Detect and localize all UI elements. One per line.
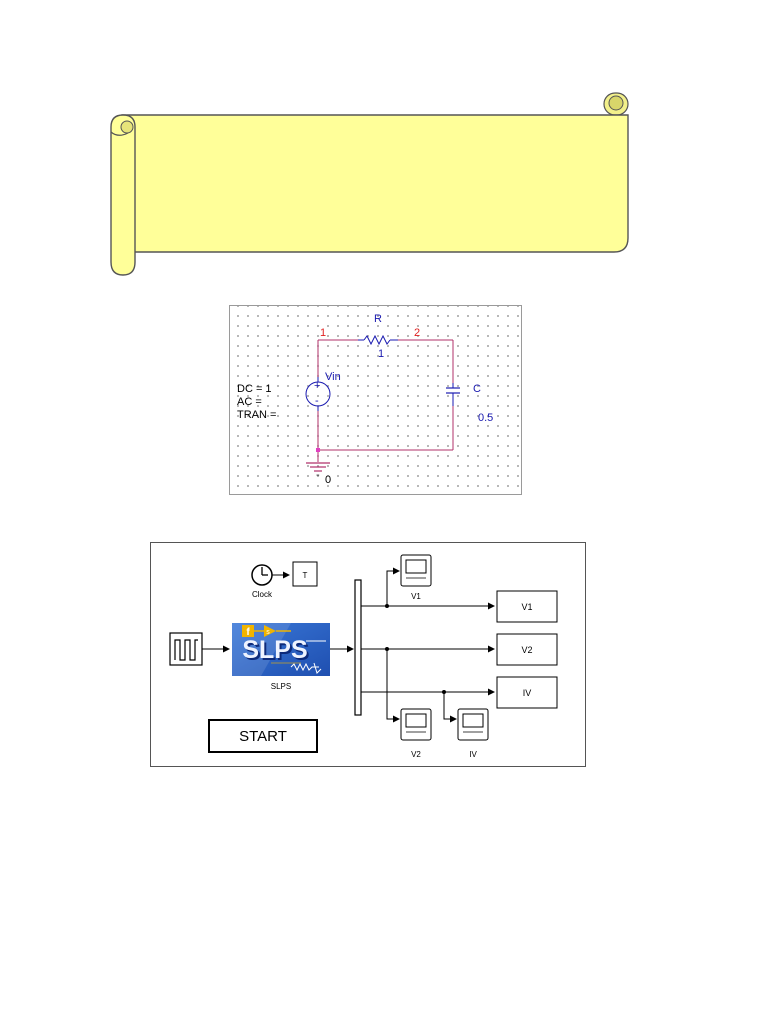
output-block-v1[interactable]: V1	[496, 590, 558, 623]
scope-v1-label: V1	[411, 592, 421, 601]
simulink-diagram: Clock T f s SLPS SLPS	[169, 554, 558, 759]
output-v2-label: V2	[521, 645, 532, 655]
signal-lines	[361, 567, 495, 723]
ground-node-label: 0	[325, 474, 331, 486]
scope-iv-label: IV	[469, 750, 477, 759]
voltage-source-symbol[interactable]: + -	[305, 377, 331, 411]
node-2-label: 2	[414, 327, 420, 339]
clock-label: Clock	[252, 590, 273, 599]
capacitor-symbol[interactable]	[446, 383, 460, 406]
scope-iv[interactable]	[457, 708, 489, 741]
slps-logo: SLPS	[242, 636, 307, 664]
resistor-name: R	[374, 313, 382, 325]
scope-v2[interactable]	[400, 708, 432, 741]
start-button[interactable]: START	[208, 719, 318, 753]
slps-badge-f: f	[246, 627, 250, 638]
slps-logo-shadow: SLPS	[244, 638, 309, 666]
schematic-wires	[317, 339, 454, 451]
svg-text:-: -	[316, 469, 320, 481]
clock-display-block[interactable]: T	[292, 561, 318, 587]
schematic-drawing: + - - R 1 1 2 Vin DC = 1 AC = TRAN = C 0…	[237, 313, 493, 486]
demux-block[interactable]	[354, 579, 362, 716]
source-tran-value: TRAN =	[237, 409, 276, 421]
slps-badge-s: s	[266, 629, 270, 636]
scope-v1[interactable]	[400, 554, 432, 587]
output-block-iv[interactable]: IV	[496, 676, 558, 709]
resistor-symbol[interactable]	[358, 334, 398, 346]
pulse-generator-block[interactable]	[169, 632, 230, 666]
clock-display-value: T	[303, 571, 308, 580]
capacitor-name: C	[473, 383, 481, 395]
slps-block[interactable]: f s SLPS SLPS	[232, 623, 354, 676]
clock-block[interactable]	[251, 564, 290, 586]
node-1-label: 1	[320, 327, 326, 339]
slps-label: SLPS	[271, 682, 291, 691]
scroll-banner	[110, 92, 629, 276]
ground-symbol: -	[306, 448, 330, 481]
output-v1-label: V1	[521, 602, 532, 612]
output-block-v2[interactable]: V2	[496, 633, 558, 666]
svg-text:+: +	[314, 380, 320, 392]
source-dc-value: DC = 1	[237, 383, 272, 395]
source-ac-value: AC =	[237, 396, 262, 408]
resistor-value: 1	[378, 348, 384, 360]
simulink-model: Clock T f s SLPS SLPS	[150, 542, 586, 767]
capacitor-value: 0.5	[478, 412, 493, 424]
pspice-schematic: + - - R 1 1 2 Vin DC = 1 AC = TRAN = C 0…	[229, 305, 522, 495]
output-iv-label: IV	[523, 688, 532, 698]
scope-v2-label: V2	[411, 750, 421, 759]
source-name: Vin	[325, 371, 341, 383]
svg-text:-: -	[315, 395, 319, 407]
